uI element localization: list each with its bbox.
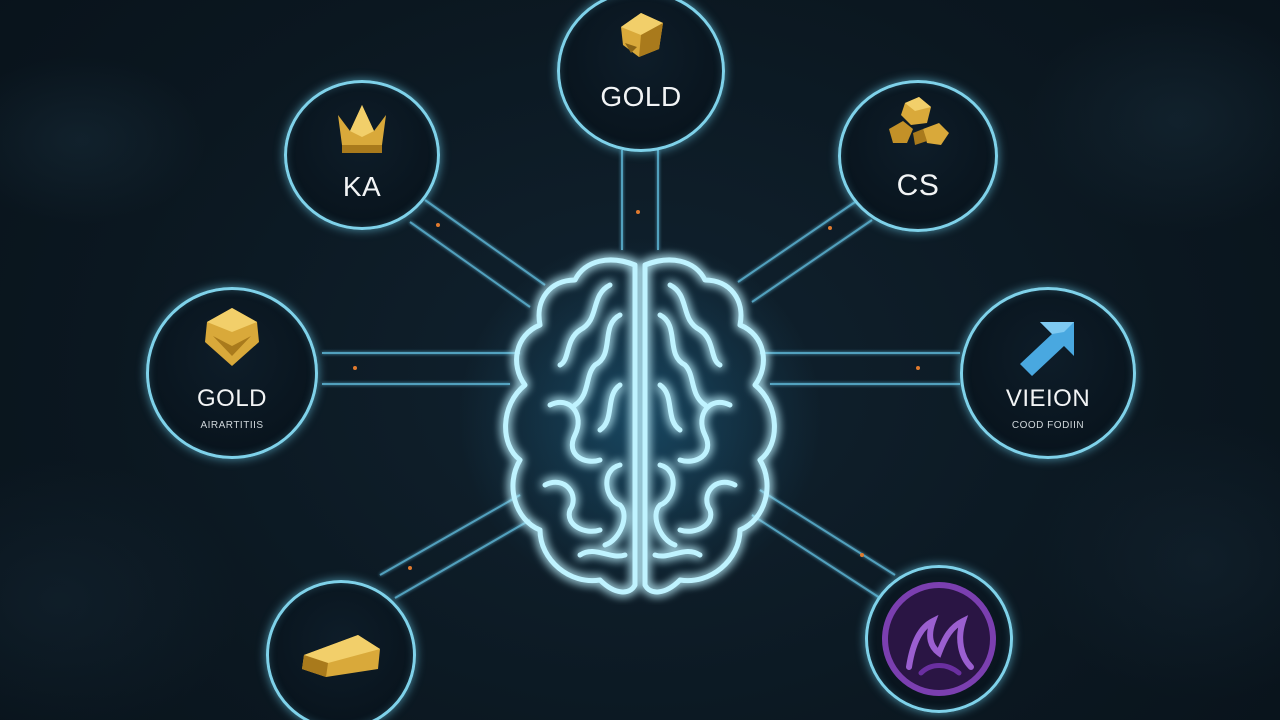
connector-bottom-left-2 (394, 519, 531, 599)
connector-top-left-2 (409, 221, 531, 308)
connector-bottom-right-2 (751, 514, 881, 599)
connector-top-right-2 (751, 219, 873, 303)
brain-icon (490, 245, 790, 605)
connector-top-left-1 (424, 199, 546, 286)
node-mid-left[interactable]: GOLD AIRARTITIIS (146, 287, 318, 459)
gold-shield-icon (205, 308, 259, 366)
node-top[interactable]: GOLD (557, 0, 725, 152)
gold-nugget-icon (621, 13, 663, 57)
connector-top-right-1 (737, 199, 859, 283)
connector-dot (916, 366, 920, 370)
connector-dot (353, 366, 357, 370)
gold-bar-icon (302, 635, 380, 677)
connector-dot (860, 553, 864, 557)
node-top-right-label: CS (896, 169, 940, 202)
node-top-left-label: KA (342, 171, 382, 202)
connector-dot (436, 223, 440, 227)
node-bottom-left[interactable] (266, 580, 416, 720)
node-mid-right[interactable]: VIEION COOD FODIIN (960, 287, 1136, 459)
purple-emblem-icon (882, 582, 996, 696)
connector-dot (636, 210, 640, 214)
connector-bottom-left-1 (379, 494, 521, 576)
node-mid-left-label: GOLD (196, 385, 267, 412)
gold-ore-icon (889, 97, 949, 145)
node-top-left[interactable]: KA (284, 80, 440, 230)
connector-dot (408, 566, 412, 570)
node-top-right[interactable]: CS (838, 80, 998, 232)
arrow-up-right-icon (1020, 322, 1074, 376)
node-mid-left-subtitle: AIRARTITIIS (200, 420, 264, 431)
connector-dot (828, 226, 832, 230)
node-bottom-right[interactable] (865, 565, 1013, 713)
crown-icon (338, 105, 386, 153)
node-mid-right-subtitle: COOD FODIIN (1011, 420, 1085, 431)
node-mid-right-label: VIEION (1005, 385, 1091, 412)
node-top-label: GOLD (600, 81, 682, 112)
connector-bottom-right-1 (759, 489, 896, 576)
